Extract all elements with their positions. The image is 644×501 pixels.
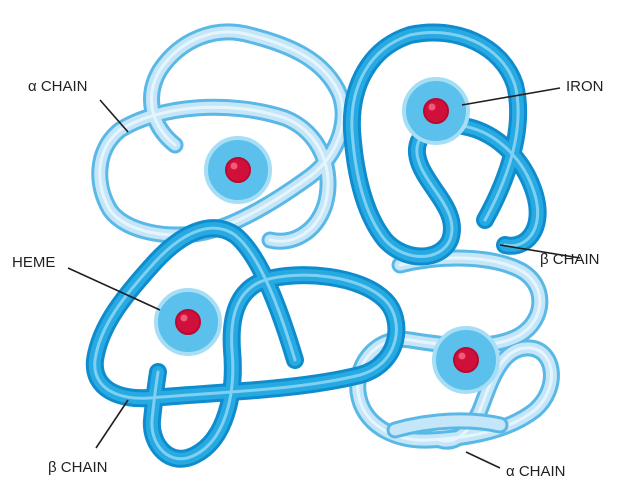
heme-label: HEME [12,254,55,271]
heme-group-top-left [206,138,270,202]
alpha-chain-bottom-label: α CHAIN [506,463,566,480]
heme-group-top-right [404,79,468,143]
iron-atom [176,310,200,334]
alpha-chain-top-left [100,32,343,241]
beta-chain-bottom-leader [96,400,128,448]
beta-chain-bottom-left [95,228,397,459]
heme-group-bottom-left [156,290,220,354]
iron-atom [226,158,250,182]
beta-chain-top-right [352,32,538,256]
alpha-chain-bottom-leader [466,452,500,468]
iron-atom [454,348,478,372]
iron-label: IRON [566,78,604,95]
beta-chain-bottom-label: β CHAIN [48,459,107,476]
alpha-chain-top-label: α CHAIN [28,78,88,95]
heme-group-bottom-right [434,328,498,392]
beta-chain-right-label: β CHAIN [540,251,599,268]
iron-atom [424,99,448,123]
